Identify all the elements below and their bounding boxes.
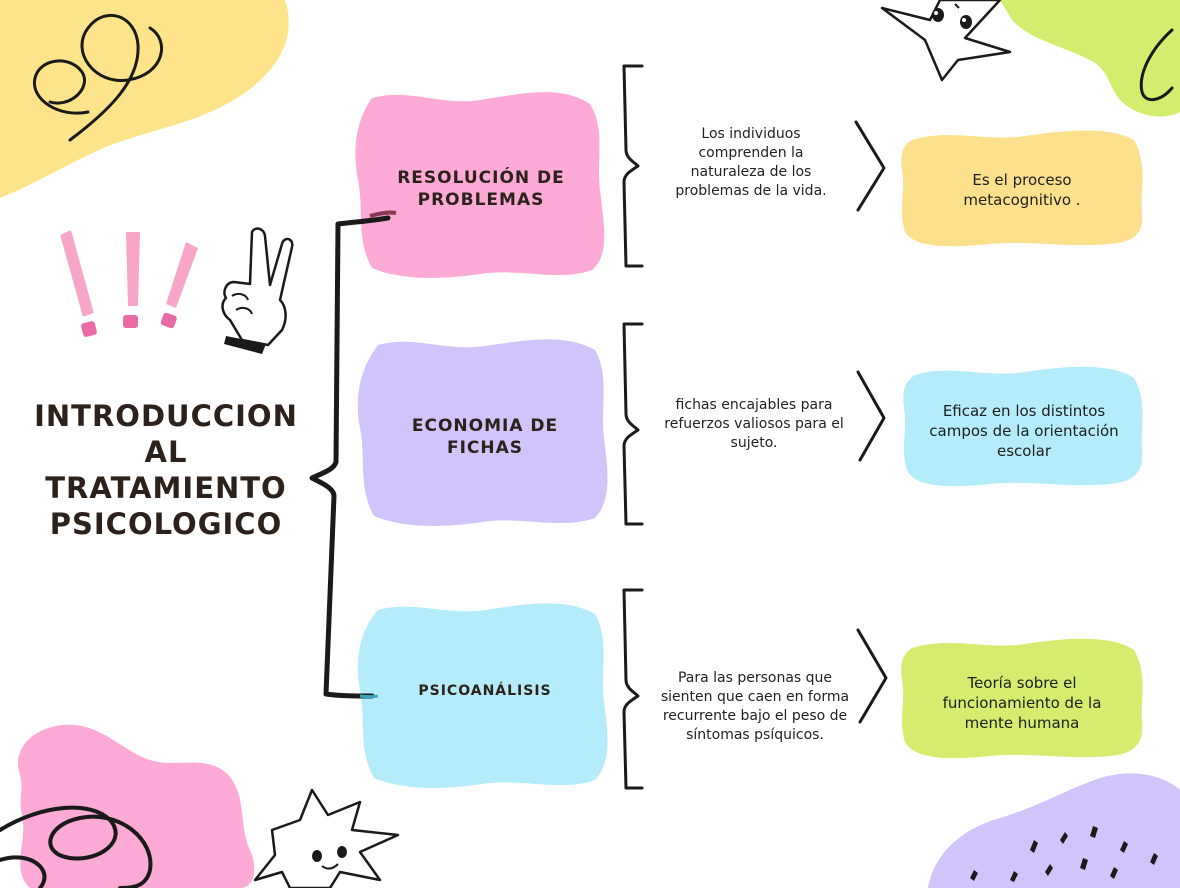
result-blob-1 (901, 130, 1143, 247)
topic-economia-de-fichas: ECONOMIA DE FICHAS (411, 416, 559, 458)
result-economia: Eficaz en los distintos campos de la ori… (929, 402, 1119, 460)
main-title-line: INTRODUCCION (34, 399, 298, 433)
exclamation-marks-icon (60, 230, 198, 337)
sun-character-icon (253, 788, 400, 888)
main-title-line: TRATAMIENTO (45, 471, 287, 505)
topic-blob-psicoanalisis (357, 603, 608, 788)
branch-brace-1 (622, 64, 644, 268)
description-resolucion: Los individuos comprenden la naturaleza … (675, 126, 827, 199)
topic-resolucion-de-problemas: RESOLUCIÓN DE PROBLEMAS (397, 168, 565, 210)
pink-blob-bottom-left (0, 724, 255, 888)
topic-blob-resolucion (355, 92, 605, 278)
topic-blob-economia (357, 339, 608, 526)
main-title-line: PSICOLOGICO (49, 507, 283, 541)
result-resolucion: Es el proceso metacognitivo . (963, 171, 1081, 209)
purple-spotted-blob-icon (928, 773, 1180, 888)
branch-brace-3 (622, 588, 644, 790)
main-title-line: AL (144, 435, 188, 469)
result-blob-2 (903, 366, 1143, 487)
main-title: INTRODUCCION AL TRATAMIENTO PSICOLOGICO (30, 398, 302, 542)
topic-psicoanalisis: PSICOANÁLISIS (418, 683, 552, 699)
branch-brace-2 (622, 322, 644, 526)
description-economia: fichas encajables para refuerzos valioso… (664, 397, 844, 451)
peace-hand-icon (221, 227, 294, 354)
result-psicoanalisis: Teoría sobre el funcionamiento de la men… (942, 674, 1102, 732)
connector-tip-pink (369, 210, 397, 218)
star-character-icon (880, 0, 1012, 82)
scribble-blob-top-left (0, 0, 289, 198)
main-brace-connector (309, 215, 391, 699)
chevron-right-icon (854, 120, 886, 212)
result-blob-3 (901, 638, 1143, 759)
chevron-right-icon (856, 370, 886, 462)
description-psicoanalisis: Para las personas que sienten que caen e… (660, 670, 850, 743)
green-blob-top-right (1000, 0, 1180, 117)
connector-tip-blue (359, 694, 379, 699)
chevron-right-icon (856, 628, 888, 724)
